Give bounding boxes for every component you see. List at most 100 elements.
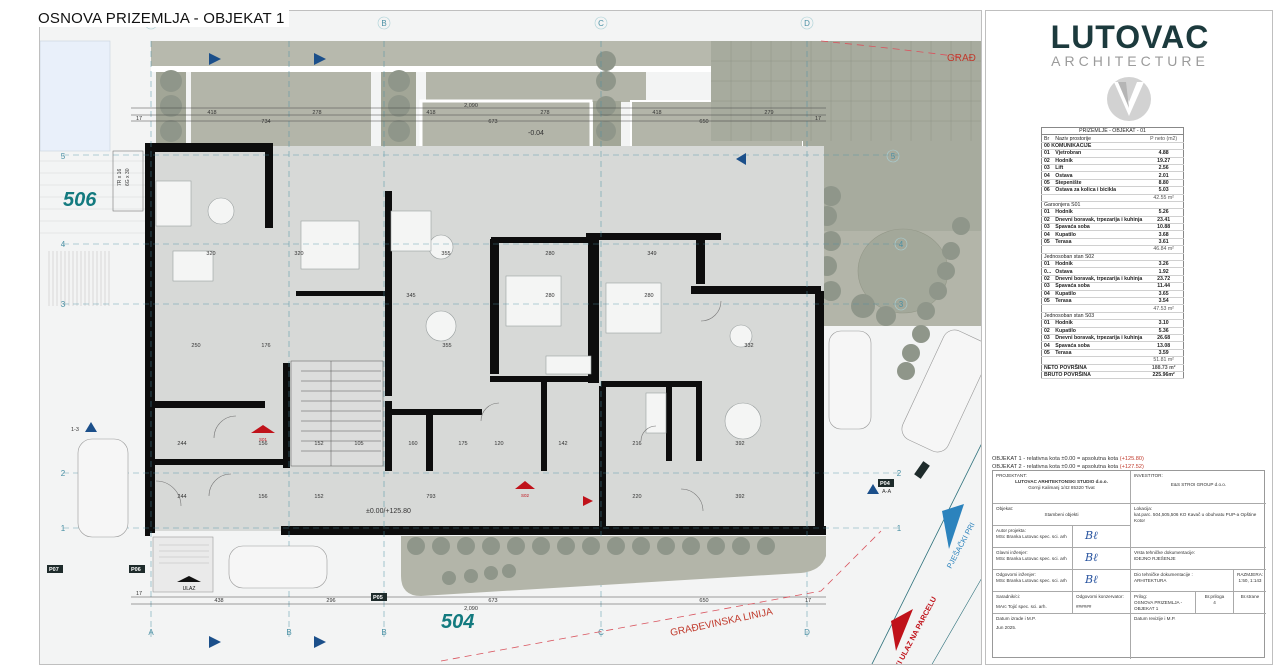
svg-text:P05: P05 — [373, 595, 383, 601]
svg-text:152: 152 — [314, 441, 323, 447]
dio-cell: Dio tehničke dokumentacije : ARHITEKTURA — [1131, 570, 1234, 592]
svg-text:P04: P04 — [880, 481, 891, 487]
plan-title: OSNOVA PRIZEMLJA - OBJEKAT 1 — [34, 10, 289, 27]
svg-text:S02: S02 — [521, 493, 530, 498]
area-section-header: Jednosoban stan S03 — [1041, 312, 1184, 321]
svg-text:17: 17 — [815, 116, 821, 122]
svg-text:244: 244 — [177, 441, 186, 447]
svg-text:438: 438 — [214, 598, 223, 604]
logo-v-mark-icon — [1107, 77, 1151, 121]
area-table-title: PRIZEMLJE - OBJEKAT - 01 — [1041, 127, 1184, 136]
area-section-total: 47.53 m² — [1041, 304, 1184, 313]
svg-text:278: 278 — [312, 110, 321, 116]
br-strane-cell: Br.strane — [1234, 592, 1266, 614]
logo-wordmark: LUTOVAC — [1050, 19, 1210, 55]
svg-text:152: 152 — [314, 494, 323, 500]
svg-text:105: 105 — [354, 441, 363, 447]
svg-text:4: 4 — [899, 240, 904, 249]
svg-text:3: 3 — [899, 300, 904, 309]
area-section-header: Garsonjera S01 — [1041, 201, 1184, 210]
svg-text:2: 2 — [61, 469, 66, 478]
svg-text:332: 332 — [744, 343, 753, 349]
svg-text:D: D — [804, 19, 810, 28]
investitor-cell: INVESTITOR: E&S STROI GROUP d.o.o. — [1131, 471, 1266, 504]
svg-text:320: 320 — [206, 251, 215, 257]
svg-text:793: 793 — [426, 494, 435, 500]
svg-text:280: 280 — [644, 293, 653, 299]
svg-text:296: 296 — [326, 598, 335, 604]
revizija-cell: Datum revizije i M.P. — [1134, 616, 1176, 621]
konzervator-cell: Odgovorni konzervator: ###### — [1073, 592, 1131, 614]
projektant-cell: PROJEKTANT: LUTOVAC ARHITEKTONSKI STUDIO… — [993, 471, 1131, 504]
svg-text:C: C — [598, 19, 604, 28]
svg-text:1: 1 — [61, 524, 66, 533]
svg-text:1-3: 1-3 — [71, 427, 79, 433]
svg-text:D: D — [804, 628, 810, 637]
svg-text:392: 392 — [735, 441, 744, 447]
floor-plan-viewport[interactable]: A B C D A B B C D 5 4 3 2 1 5 4 3 2 1 — [39, 10, 982, 665]
svg-text:280: 280 — [545, 251, 554, 257]
vrsta-cell: Vrsta tehničke dokumentacije: IDEJNO RJE… — [1131, 548, 1266, 570]
floor-plan-drawing: A B C D A B B C D 5 4 3 2 1 5 4 3 2 1 — [40, 16, 981, 664]
svg-text:GRAĐ: GRAĐ — [947, 53, 976, 64]
svg-text:216: 216 — [632, 441, 641, 447]
svg-text:17: 17 — [136, 116, 142, 122]
svg-text:345: 345 — [406, 293, 415, 299]
svg-text:392: 392 — [735, 494, 744, 500]
glavni-cell: Glavni inženjer: MSc Branka Lutovac spec… — [993, 548, 1073, 570]
svg-text:673: 673 — [488, 598, 497, 604]
datum-cell: Datum izrade i M.P. Jun 2025. — [993, 614, 1131, 659]
svg-text:4: 4 — [61, 240, 66, 249]
svg-text:1: 1 — [897, 524, 902, 533]
svg-text:176: 176 — [261, 343, 270, 349]
odgovorni-cell: Odgovorni inženjer: MSc Branka Lutovac s… — [993, 570, 1073, 592]
svg-text:2: 2 — [897, 469, 902, 478]
saradnik-cell: Saradnik/ci: MArc Tojić spec. sci. arh. — [993, 592, 1073, 614]
svg-text:279: 279 — [764, 110, 773, 116]
svg-text:734: 734 — [261, 119, 270, 125]
svg-text:P06: P06 — [131, 567, 141, 573]
svg-text:418: 418 — [207, 110, 216, 116]
svg-text:175: 175 — [458, 441, 467, 447]
autor-signature: Bℓ — [1073, 526, 1131, 548]
svg-text:120: 120 — [494, 441, 503, 447]
svg-text:278: 278 — [540, 110, 549, 116]
svg-text:280: 280 — [545, 293, 554, 299]
kota-objekat-1: OBJEKAT 1 - relativna kota ±0.00 = apsol… — [992, 456, 1144, 462]
svg-text:349: 349 — [647, 251, 656, 257]
svg-text:650: 650 — [699, 119, 708, 125]
svg-text:2,090: 2,090 — [464, 103, 478, 109]
svg-text:P07: P07 — [49, 567, 59, 573]
svg-text:220: 220 — [632, 494, 641, 500]
area-section-header: 00 KOMUNIKACIJE — [1041, 142, 1184, 151]
svg-text:6G x 30: 6G x 30 — [125, 168, 131, 186]
svg-text:B: B — [381, 19, 386, 28]
kota-objekat-2: OBJEKAT 2 - relativna kota ±0.00 = apsol… — [992, 464, 1144, 470]
svg-text:650: 650 — [699, 598, 708, 604]
svg-text:A: A — [148, 628, 154, 637]
title-block: PROJEKTANT: LUTOVAC ARHITEKTONSKI STUDIO… — [992, 470, 1266, 659]
building-line-label: GRAĐEVINSKA LINIJA — [669, 606, 774, 639]
svg-text:3: 3 — [61, 300, 66, 309]
area-section-total: 42.55 m² — [1041, 194, 1184, 202]
svg-text:418: 418 — [652, 110, 661, 116]
